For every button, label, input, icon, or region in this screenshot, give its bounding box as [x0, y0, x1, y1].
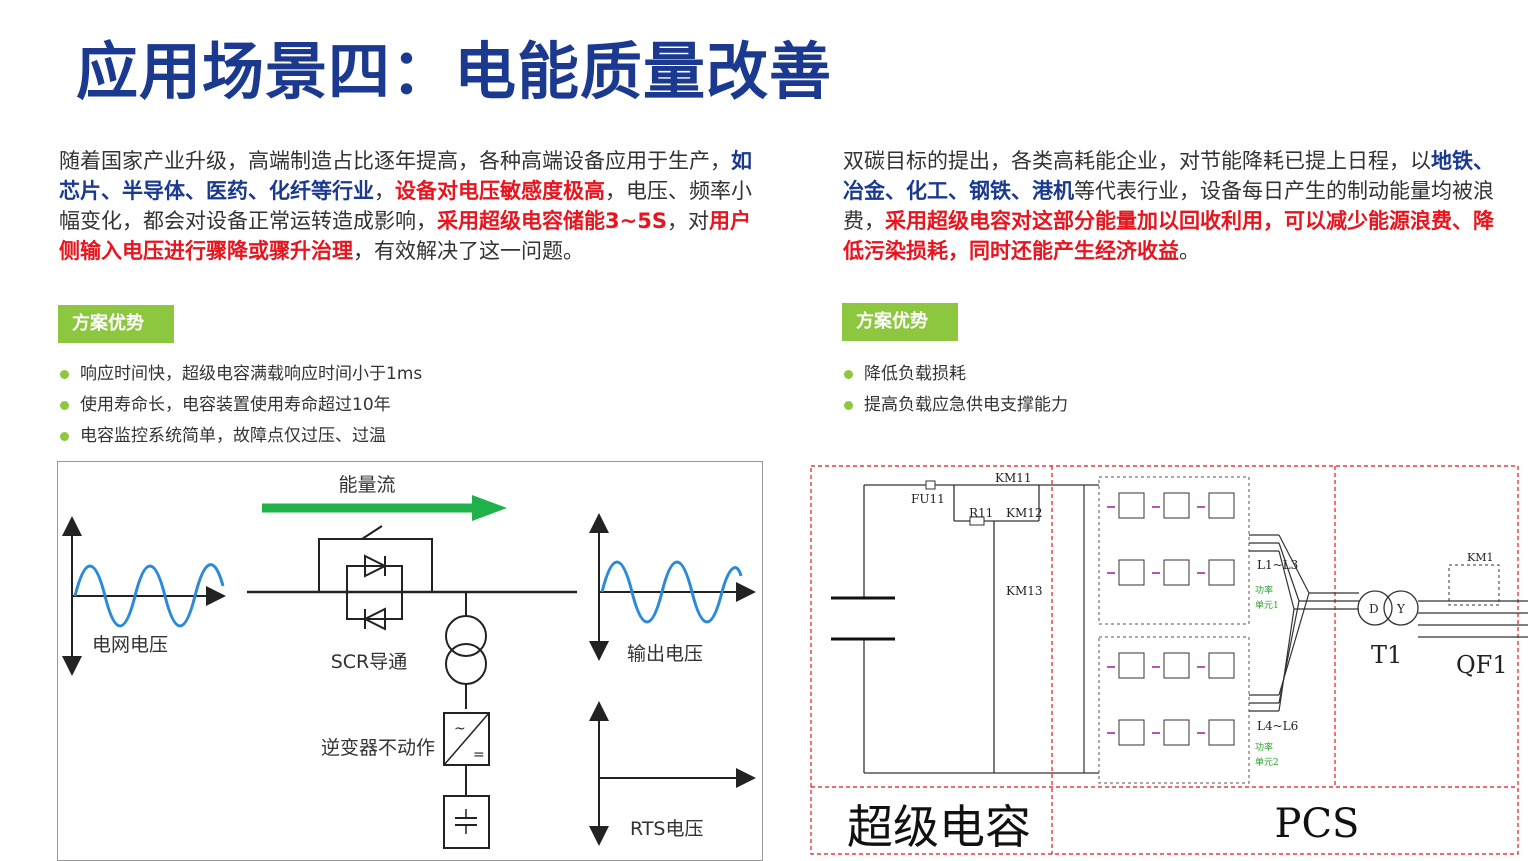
- km11-label: KM11: [995, 471, 1032, 485]
- inverter-label: 逆变器不动作: [321, 737, 435, 759]
- diagram-frame: [57, 461, 763, 861]
- list-item: 提高负载应急供电支撑能力: [842, 390, 1068, 421]
- scr-bypass-diagram: 能量流 电网电压 SCR导通 ~ = 逆变器不动作 输出电压 RTS电压: [57, 461, 763, 861]
- right-description: 双碳目标的提出，各类高耗能企业，对节能降耗已提上日程，以地铁、冶金、化工、钢铁、…: [843, 146, 1503, 266]
- list-item: 响应时间快，超级电容满载响应时间小于1ms: [58, 359, 422, 390]
- paragraph-segment: ，电压、频率小幅变化，都会对设备正常运转造成影响，: [59, 179, 752, 233]
- paragraph-segment: 设备对电压敏感度极高: [395, 179, 605, 203]
- grid-voltage-wave: [73, 563, 225, 628]
- left-advantage-list: 响应时间快，超级电容满载响应时间小于1ms 使用寿命长，电容装置使用寿命超过10…: [58, 359, 422, 452]
- paragraph-segment: 采用超级电容储能3~5S: [437, 209, 667, 233]
- paragraph-segment: ，对: [666, 209, 709, 233]
- transformer-d-label: D: [1369, 602, 1379, 616]
- paragraph-segment: 如芯片、半导体、医药、化纤等行业: [59, 149, 752, 203]
- rts-voltage-label: RTS电压: [630, 818, 704, 840]
- r11-label: R11: [969, 506, 993, 520]
- paragraph-segment: 采用超级电容对这部分能量加以回收利用，可以减少能源浪费、降低污染损耗，同时还能产…: [843, 209, 1494, 263]
- km13-label: KM13: [1006, 584, 1043, 598]
- pcs-label: PCS: [1275, 801, 1360, 847]
- t1-label: T1: [1371, 641, 1402, 669]
- transformer-y-label: Y: [1396, 602, 1406, 616]
- power-unit-1-label: 功率单元1: [1255, 584, 1279, 611]
- power-unit-2-label: 功率单元2: [1255, 741, 1279, 768]
- paragraph-segment: 。: [1179, 239, 1200, 263]
- list-item: 降低负载损耗: [842, 359, 1068, 390]
- paragraph-segment: 双碳目标的提出，各类高耗能企业，对节能降耗已提上日程，以: [843, 149, 1431, 173]
- paragraph-segment: 随着国家产业升级，高端制造占比逐年提高，各种高端设备应用于生产，: [59, 149, 731, 173]
- page-title: 应用场景四：电能质量改善: [76, 35, 833, 108]
- grid-voltage-label: 电网电压: [92, 634, 168, 656]
- l1-l3-label: L1~L3: [1257, 558, 1298, 572]
- power-unit-2: [1098, 636, 1250, 784]
- list-item: 使用寿命长，电容装置使用寿命超过10年: [58, 390, 422, 421]
- right-advantage-list: 降低负载损耗 提高负载应急供电支撑能力: [842, 359, 1068, 421]
- power-unit-1: [1098, 476, 1250, 625]
- left-advantage-badge: 方案优势: [58, 305, 174, 343]
- fuse-label: FU11: [911, 492, 945, 506]
- capacitor-box: [443, 795, 490, 849]
- qf1-label: QF1: [1456, 651, 1508, 679]
- energy-flow-label: 能量流: [338, 474, 395, 496]
- svg-text:~: ~: [454, 721, 466, 737]
- paragraph-segment: 地铁、冶金、化工、钢铁、港机: [843, 149, 1494, 203]
- output-voltage-label: 输出电压: [627, 643, 703, 665]
- paragraph-segment: 等代表行业，设备每日产生的制动能量均被浪费，: [843, 179, 1494, 233]
- scr-label: SCR导通: [331, 651, 408, 673]
- km1-label: KM1: [1467, 551, 1493, 564]
- output-voltage-wave: [600, 560, 743, 624]
- paragraph-segment: ，有效解决了这一问题。: [353, 239, 584, 263]
- supercap-label: 超级电容: [847, 800, 1031, 854]
- l4-l6-label: L4~L6: [1257, 719, 1298, 733]
- km12-label: KM12: [1006, 506, 1043, 520]
- paragraph-segment: ，: [374, 179, 395, 203]
- list-item: 电容监控系统简单，故障点仅过压、过温: [58, 421, 422, 452]
- paragraph-segment: 用户侧输入电压进行骤降或骤升治理: [59, 209, 751, 263]
- left-description: 随着国家产业升级，高端制造占比逐年提高，各种高端设备应用于生产，如芯片、半导体、…: [59, 146, 771, 266]
- svg-text:=: =: [473, 747, 485, 763]
- right-advantage-badge: 方案优势: [842, 303, 958, 341]
- pcs-circuit-diagram: FU11 KM11 R11 KM12 KM13 L1~L3 L4~L6 功率单元…: [810, 465, 1528, 855]
